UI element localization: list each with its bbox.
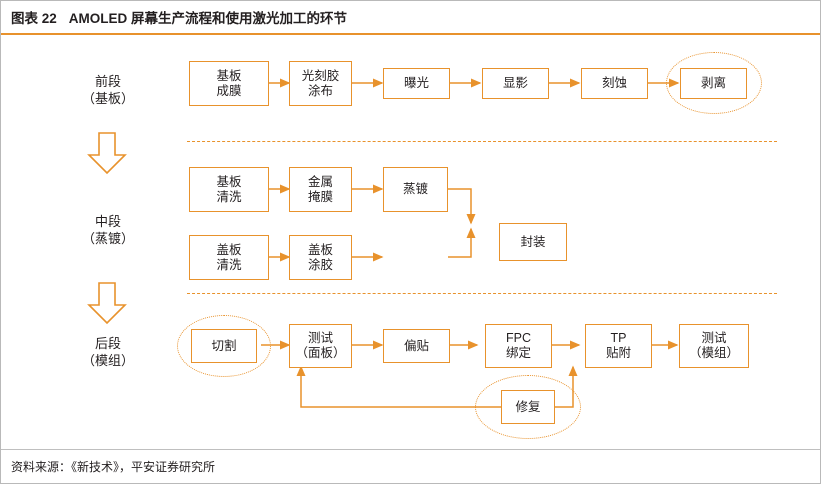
- process-node-m6[interactable]: 盖板 涂胶: [289, 235, 352, 280]
- process-node-m2[interactable]: 金属 掩膜: [289, 167, 352, 212]
- process-node-b6[interactable]: 测试 （模组）: [679, 324, 749, 368]
- process-node-b7[interactable]: 修复: [501, 390, 555, 424]
- process-node-f5[interactable]: 刻蚀: [581, 68, 648, 99]
- section-divider-1: [187, 141, 777, 142]
- source-bar: 资料来源：《新技术》，平安证券研究所: [1, 449, 820, 483]
- connector-layer: [261, 78, 680, 408]
- stage-label-middle: 中段 （蒸镀）: [81, 214, 134, 246]
- stage-label-back: 后段 （模组）: [81, 336, 134, 368]
- page-title: AMOLED 屏幕生产流程和使用激光加工的环节: [68, 11, 348, 26]
- process-node-m4[interactable]: 封装: [499, 223, 567, 261]
- down-arrow-icon: [87, 282, 127, 325]
- process-node-b4[interactable]: FPC 绑定: [485, 324, 552, 368]
- process-node-b3[interactable]: 偏贴: [383, 329, 450, 363]
- stage-label-front: 前段 （基板）: [81, 74, 134, 106]
- process-node-f1[interactable]: 基板 成膜: [189, 61, 269, 106]
- down-arrow-icon: [87, 132, 127, 175]
- process-node-b2[interactable]: 测试 （面板）: [289, 324, 352, 368]
- section-divider-2: [187, 293, 777, 294]
- flow-diagram: 前段 （基板） 中段 （蒸镀） 后段 （模组） 基板 成膜 光刻胶 涂布 曝光 …: [1, 35, 820, 449]
- exhibit-label: 图表 22: [11, 11, 57, 26]
- process-node-m1[interactable]: 基板 清洗: [189, 167, 269, 212]
- process-node-f3[interactable]: 曝光: [383, 68, 450, 99]
- figure-title-bar: 图表 22 AMOLED 屏幕生产流程和使用激光加工的环节: [1, 1, 820, 35]
- process-node-m5[interactable]: 盖板 清洗: [189, 235, 269, 280]
- process-node-f6[interactable]: 剥离: [680, 68, 747, 99]
- stage-transition-arrow-1: [87, 131, 127, 180]
- process-node-m3[interactable]: 蒸镀: [383, 167, 448, 212]
- stage-transition-arrow-2: [87, 281, 127, 330]
- process-node-f4[interactable]: 显影: [482, 68, 549, 99]
- process-node-b5[interactable]: TP 贴附: [585, 324, 652, 368]
- process-node-f2[interactable]: 光刻胶 涂布: [289, 61, 352, 106]
- process-node-b1[interactable]: 切割: [191, 329, 257, 363]
- source-text: 资料来源：《新技术》，平安证券研究所: [11, 460, 216, 474]
